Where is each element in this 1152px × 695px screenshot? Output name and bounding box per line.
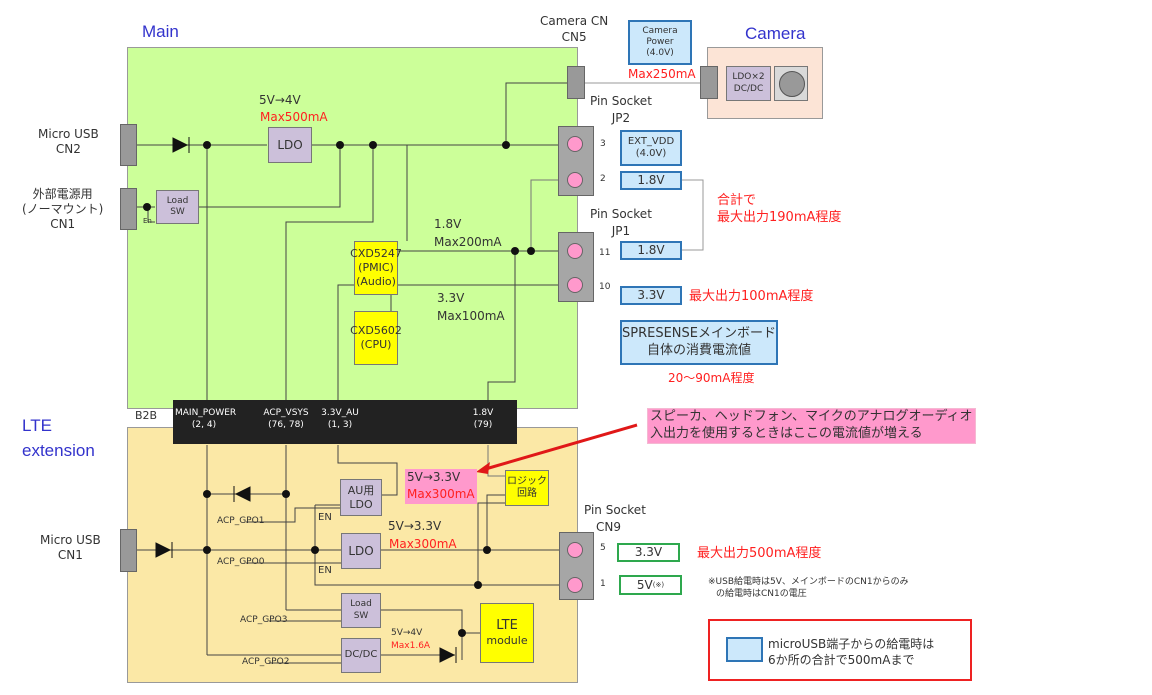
lte-ldo-max: Max300mA [389,537,457,551]
gpio-acp-gpo3: ACP_GPO3 [240,615,288,625]
spresense-current: 20〜90mA程度 [668,371,755,385]
pmic-cxd5247: CXD5247(PMIC)(Audio) [350,241,402,295]
jp1-33v-box: 3.3V [620,286,682,305]
jp1-pin10 [567,277,583,293]
camera-max: Max250mA [628,67,696,81]
jp2-pin2 [567,172,583,188]
main-ldo-max: Max500mA [260,110,328,124]
lte-title: LTE extension [22,414,95,463]
jp1-pin11-num: 11 [599,248,611,258]
lte-ldo-conversion: 5V→3.3V [388,519,442,533]
dcdc-max: Max1.6A [391,641,431,651]
cn9-pin1-num: 1 [600,579,606,589]
gpio-acp-gpo0: ACP_GPO0 [217,557,265,567]
audio-callout: スピーカ、ヘッドフォン、マイクのアナログオーディオ入出力を使用するときはここの電… [647,408,976,444]
jp1-pin10-num: 10 [599,282,611,292]
jp2-18v-box: 1.8V [620,171,682,190]
dcdc-conversion: 5V→4V [391,628,423,638]
total-190-note: 合計で最大出力190mA程度 [717,193,842,225]
main-ldo-conversion: 5V→4V [259,93,301,107]
au-ldo-en: EN [318,512,332,523]
gpio-acp-gpo2: ACP_GPO2 [242,657,290,667]
b2b-18v: 1.8V(79) [472,408,494,430]
micro-usb-cn1-connector [120,529,137,572]
gpio-acp-gpo1: ACP_GPO1 [217,516,265,526]
jp2-pin2-num: 2 [600,174,606,184]
max-100-note: 最大出力100mA程度 [689,289,814,304]
lte-title-1: LTE [22,416,52,435]
cn9-33v-box: 3.3V [617,543,680,562]
b2b-33v-au: 3.3V_AU(1, 3) [321,408,359,430]
b2b-label: B2B [135,409,158,422]
lte-title-2: extension [22,440,95,460]
main-ldo: LDO [268,127,312,163]
ext-vdd-box: EXT_VDD(4.0V) [620,130,682,166]
b2b-main-power: MAIN_POWER(2, 4) [175,408,237,430]
cn9-pin5-num: 5 [600,543,606,553]
en-label: En [143,217,152,225]
main-board [127,47,578,409]
cpu-cxd5602: CXD5602(CPU) [350,311,402,365]
cn9-5v-box: 5V(※) [619,575,682,595]
logic-circuit: ロジック回路 [505,470,549,506]
max-500-note: 最大出力500mA程度 [697,546,822,561]
ext-power-cn1-connector [120,188,137,230]
main-title: Main [142,22,179,41]
micro-usb-cn2-connector [120,124,137,166]
jp1-18v-box: 1.8V [620,241,682,260]
camera-title: Camera [745,24,806,43]
lte-ldo-en: EN [318,565,332,576]
camera-cn5-connector [567,66,585,99]
ext-power-cn1-label: 外部電源用(ノーマウント)CN1 [22,187,104,231]
lte-ldo: LDO [341,533,381,569]
usb-power-note: ※USB給電時は5V、メインボードのCN1からのみの給電時はCN1の電圧 [708,577,909,600]
cn9-pin1 [567,577,583,593]
camera-sensor [774,66,808,101]
b2b-acp-vsys: ACP_VSYS(76, 78) [263,408,309,430]
camera-lens-icon [779,71,805,97]
spresense-box: SPRESENSEメインボード自体の消費電流値 [620,320,778,365]
cn9-pin5 [567,542,583,558]
b2b-connector: MAIN_POWER(2, 4) ACP_VSYS(76, 78) 3.3V_A… [173,400,517,444]
jp2-pin3 [567,136,583,152]
jp1-pin11 [567,243,583,259]
camera-board-connector [700,66,718,99]
legend-swatch [726,637,763,662]
jp2-pin3-num: 3 [600,139,606,149]
lte-dcdc: DC/DC [341,638,381,673]
